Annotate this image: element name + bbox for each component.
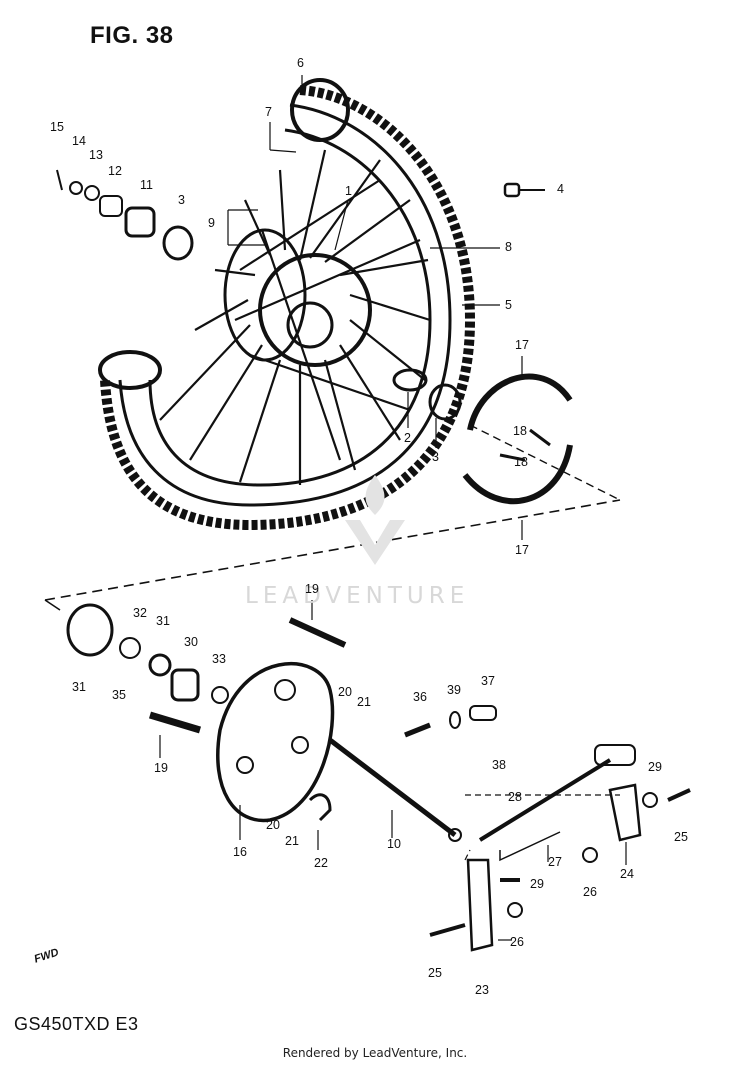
callout-31-upper: 31 — [156, 614, 170, 628]
callout-16: 16 — [233, 845, 247, 859]
callout-19-upper: 19 — [305, 582, 319, 596]
callout-21-upper: 21 — [357, 695, 371, 709]
callout-21-lower: 21 — [285, 834, 299, 848]
callout-30: 30 — [184, 635, 198, 649]
callout-18-upper: 18 — [513, 424, 527, 438]
callout-35: 35 — [112, 688, 126, 702]
callout-10: 10 — [387, 837, 401, 851]
callout-9: 9 — [208, 216, 215, 230]
brake-panel — [216, 662, 335, 823]
leadventure-logo-watermark — [345, 475, 405, 565]
callout-25-upper: 25 — [674, 830, 688, 844]
callout-14: 14 — [72, 134, 86, 148]
watermark-text: LEADVENTURE — [245, 583, 470, 609]
callout-6: 6 — [297, 56, 304, 70]
callout-20-upper: 20 — [338, 685, 352, 699]
callout-17-lower: 17 — [515, 543, 529, 557]
figure-title: FIG. 38 — [90, 22, 174, 49]
callout-29-lower: 29 — [530, 877, 544, 891]
callout-15: 15 — [50, 120, 64, 134]
brake-rod — [478, 758, 612, 842]
callout-13: 13 — [89, 148, 103, 162]
model-code: GS450TXD E3 — [14, 1014, 139, 1034]
callout-37: 37 — [481, 674, 495, 688]
callout-29-upper: 29 — [648, 760, 662, 774]
callout-33: 33 — [212, 652, 226, 666]
callout-22: 22 — [314, 856, 328, 870]
callout-3-lower: 3 — [432, 450, 439, 464]
callout-26-upper: 26 — [583, 885, 597, 899]
brake-shoe — [467, 373, 573, 431]
divider-line — [44, 499, 621, 601]
callout-12: 12 — [108, 164, 122, 178]
callout-23: 23 — [475, 983, 489, 997]
callout-25-lower: 25 — [428, 966, 442, 980]
callout-3: 3 — [178, 193, 185, 207]
callout-36: 36 — [413, 690, 427, 704]
callout-32: 32 — [133, 606, 147, 620]
callout-38: 38 — [492, 758, 506, 772]
callout-17-upper: 17 — [515, 338, 529, 352]
callout-39: 39 — [447, 683, 461, 697]
callout-5: 5 — [505, 298, 512, 312]
callout-27: 27 — [548, 855, 562, 869]
callout-31-lower: 31 — [72, 680, 86, 694]
axle — [328, 738, 457, 837]
callout-11: 11 — [140, 178, 153, 192]
callout-28: 28 — [508, 790, 522, 804]
callout-4: 4 — [557, 182, 564, 196]
rim — [148, 128, 432, 487]
callout-7: 7 — [265, 105, 272, 119]
callout-8: 8 — [505, 240, 512, 254]
callout-20-lower: 20 — [266, 818, 280, 832]
tire — [100, 85, 476, 531]
callout-18-lower: 18 — [514, 455, 528, 469]
callout-26-lower: 26 — [510, 935, 524, 949]
callout-19-lower: 19 — [154, 761, 168, 775]
callout-24: 24 — [620, 867, 634, 881]
footer-credit: Rendered by LeadVenture, Inc. — [282, 1046, 468, 1060]
spokes — [159, 149, 431, 485]
callout-1: 1 — [345, 184, 352, 198]
callout-2: 2 — [404, 431, 411, 445]
